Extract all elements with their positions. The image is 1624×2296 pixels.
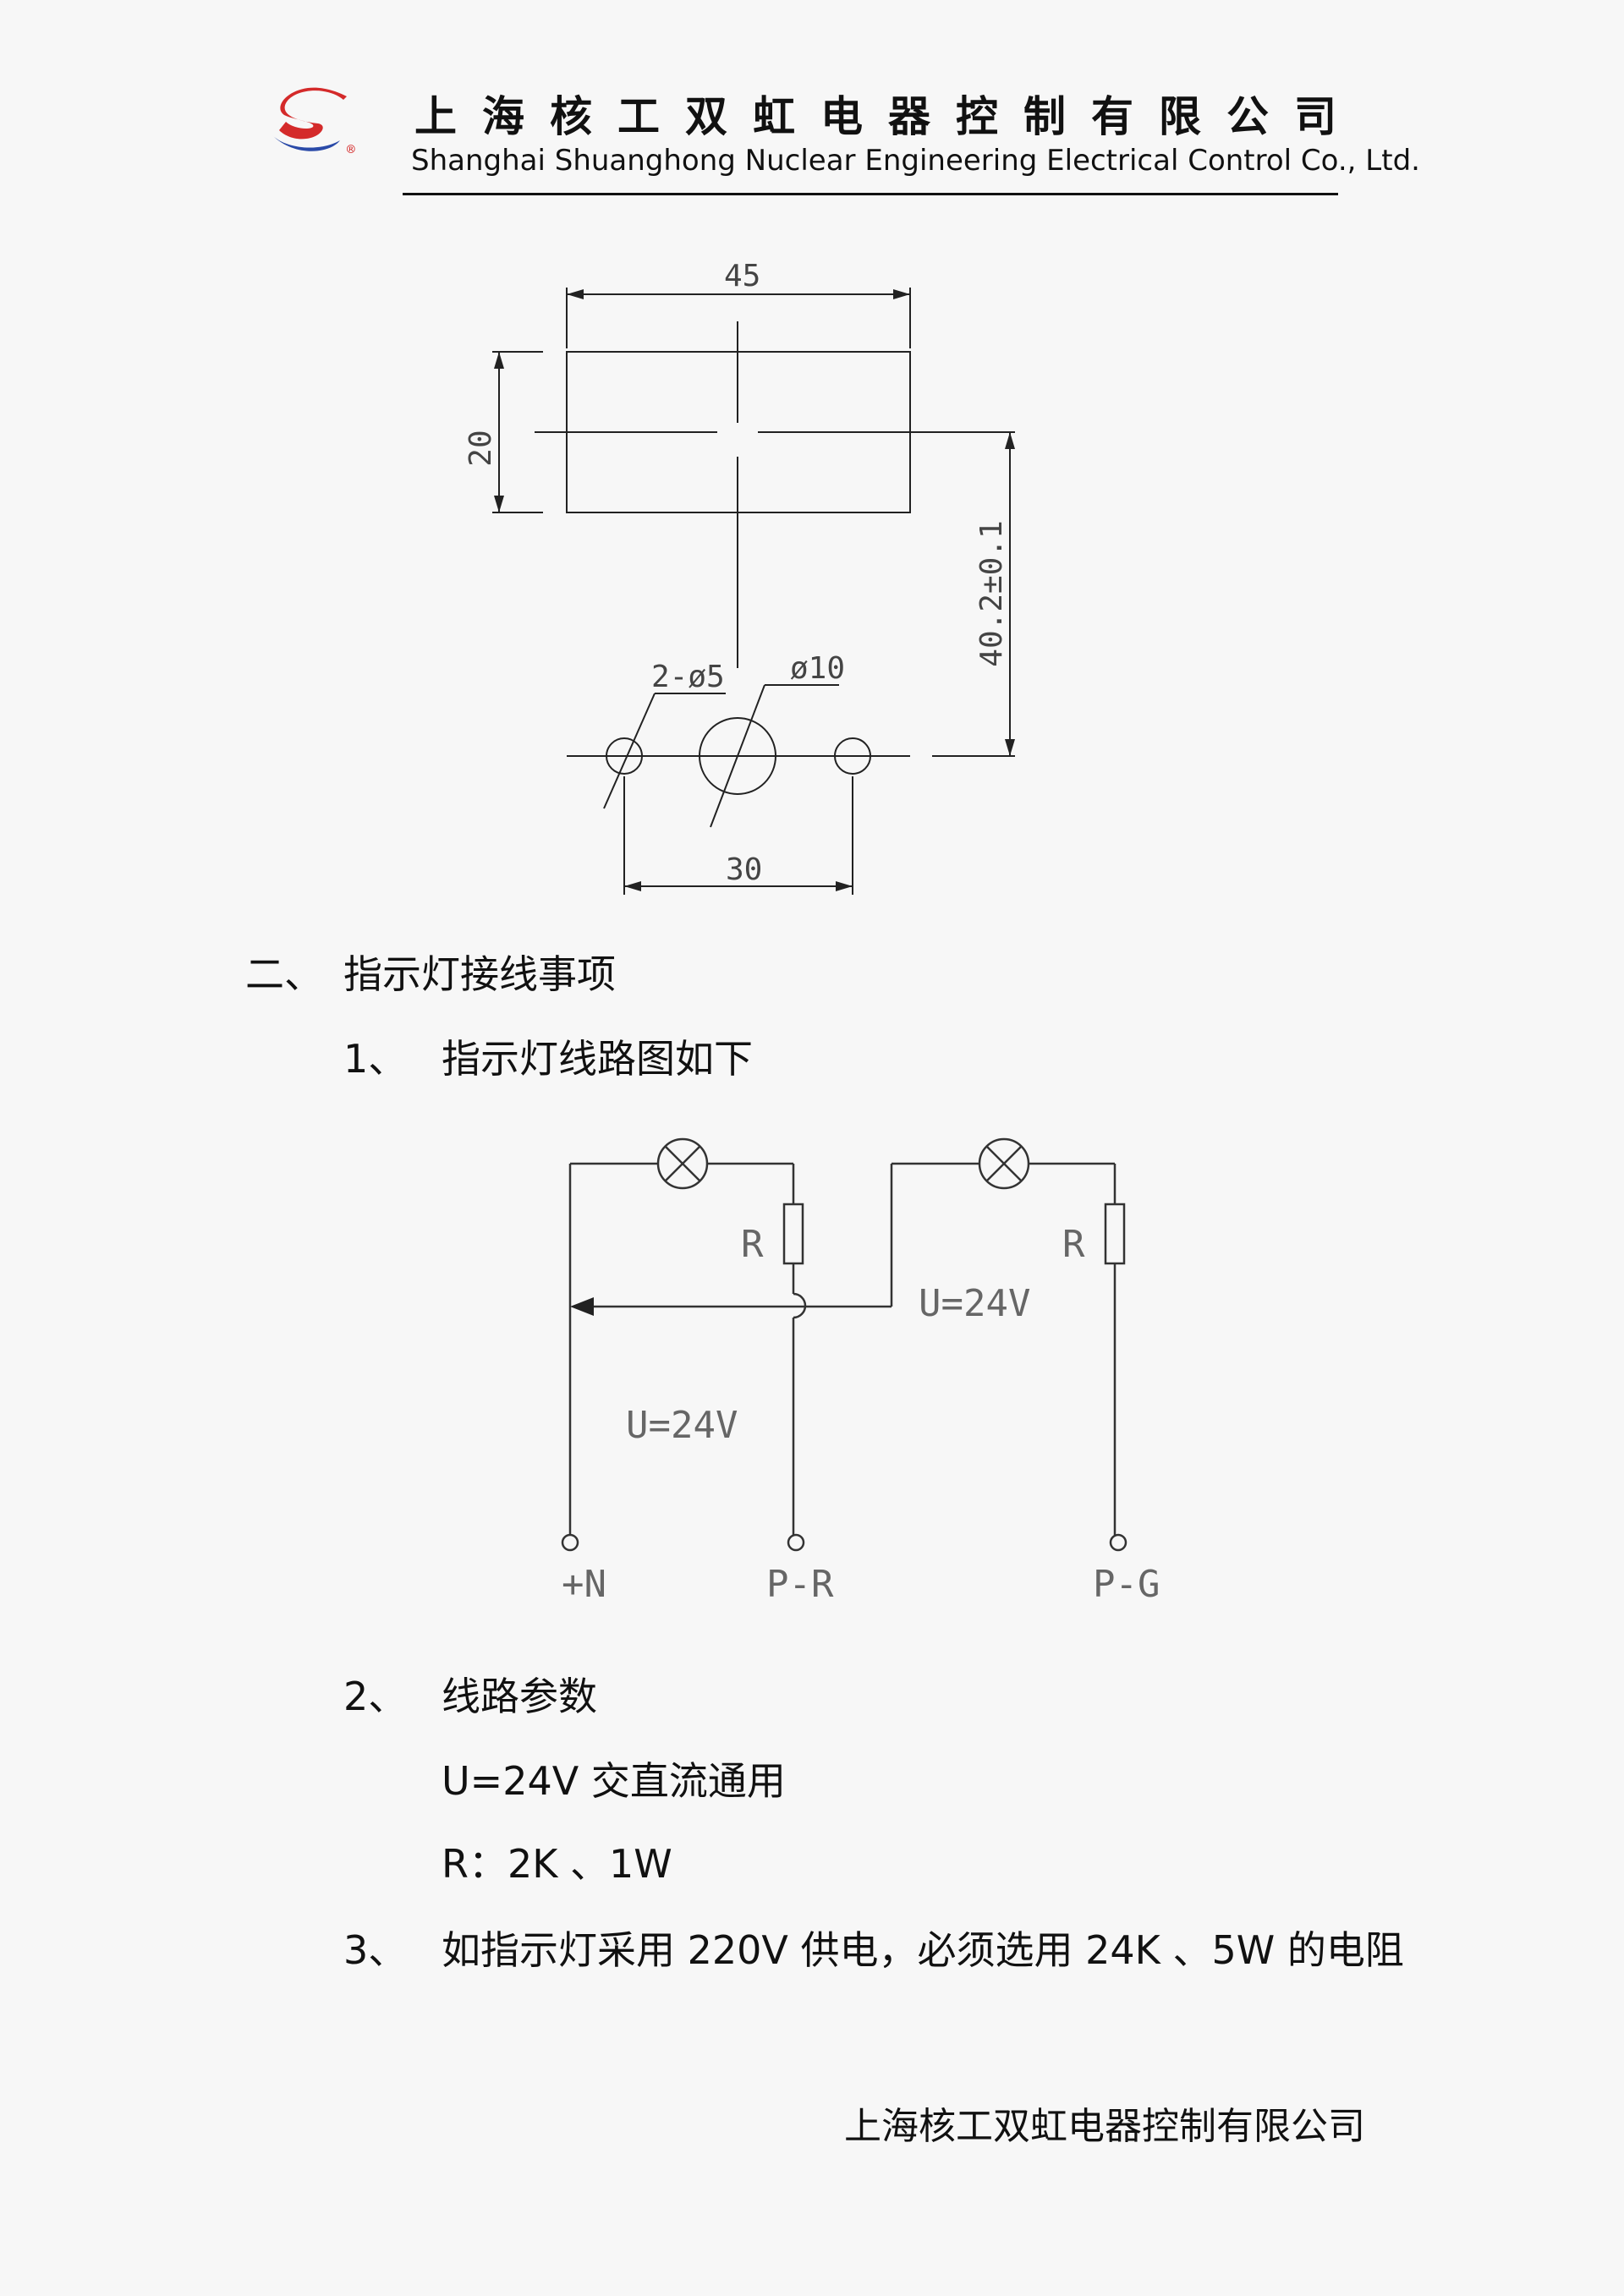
dim-offset-label: 40.2±0.1 (974, 520, 1009, 666)
item-3-number: 3、 (343, 1927, 408, 1973)
voltage-label-right: U=24V (919, 1282, 1030, 1325)
item-3-text: 如指示灯采用 220V 供电，必须选用 24K 、5W 的电阻 (442, 1927, 1404, 1973)
terminal-plus-n (561, 1533, 579, 1552)
lamp-2 (978, 1137, 1030, 1190)
terminal-p-r (787, 1533, 805, 1552)
resistor-2 (1104, 1203, 1126, 1265)
dim-small-holes-label: 2-ø5 (651, 660, 725, 694)
footer-company-name: 上海核工双虹电器控制有限公司 (844, 2105, 1365, 2148)
section-title: 指示灯接线事项 (343, 951, 616, 997)
item-2-number: 2、 (343, 1674, 408, 1719)
terminal-p-g-label: P-G (1093, 1563, 1160, 1606)
item-1-text: 指示灯线路图如下 (442, 1036, 753, 1082)
lamp-hole-center (699, 717, 776, 795)
terminal-p-r-label: P-R (766, 1563, 834, 1606)
dim-large-hole-label: ø10 (790, 651, 845, 686)
terminal-p-g (1109, 1533, 1127, 1552)
svg-text:®: ® (347, 141, 355, 157)
header-company-name-cn: 上海核工双虹电器控制有限公司 (414, 92, 1362, 141)
resistor-2-label: R (1062, 1223, 1085, 1266)
section-number: 二、 (245, 951, 323, 997)
voltage-label-left: U=24V (626, 1404, 738, 1447)
terminal-plus-n-label: +N (562, 1563, 606, 1606)
mounting-hole-right (834, 737, 871, 775)
item-2-text: 线路参数 (442, 1674, 597, 1719)
param-voltage: U=24V 交直流通用 (442, 1758, 786, 1804)
current-arrow (570, 1297, 594, 1316)
mounting-dimension-drawing: 45 20 40.2±0.1 2-ø5 ø10 30 (464, 259, 1015, 895)
header-company-name-en: Shanghai Shuanghong Nuclear Engineering … (411, 144, 1420, 178)
resistor-1 (782, 1203, 804, 1265)
indicator-circuit-diagram: R R U=24V U=24V +N P-R P-G (561, 1137, 1160, 1606)
lamp-1 (656, 1137, 709, 1190)
company-logo: ® (272, 87, 355, 157)
mounting-hole-left (606, 737, 643, 775)
dim-hole-spacing-label: 30 (726, 852, 762, 887)
resistor-1-label: R (741, 1223, 764, 1266)
header-divider (403, 193, 1338, 195)
item-1-number: 1、 (343, 1036, 408, 1082)
dim-height-label: 20 (464, 430, 498, 466)
param-resistor: R：2K 、1W (442, 1841, 672, 1887)
dim-width-label: 45 (724, 259, 760, 293)
